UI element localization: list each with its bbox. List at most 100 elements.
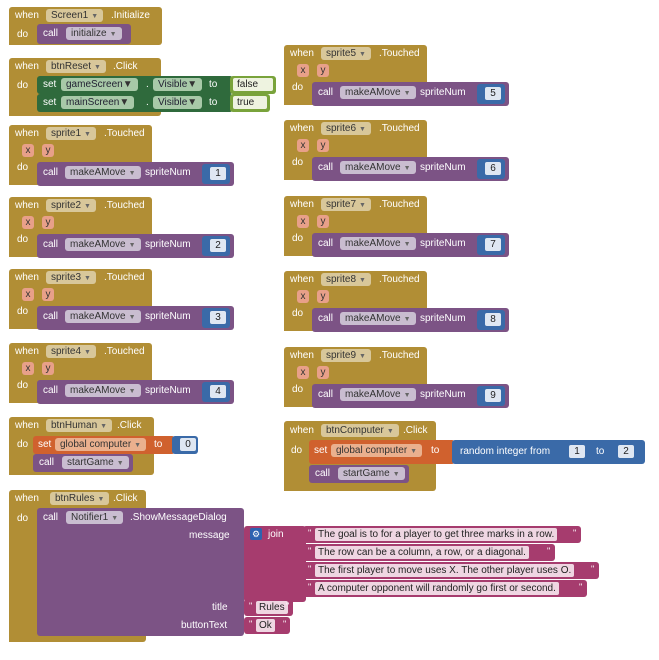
param-y[interactable]: y <box>42 362 54 375</box>
param-x[interactable]: x <box>22 288 34 301</box>
param-x[interactable]: x <box>22 362 34 375</box>
param-y[interactable]: y <box>317 290 329 303</box>
rule-text[interactable]: The row can be a column, a row, or a dia… <box>315 546 529 559</box>
component-dropdown[interactable]: Screen1▼ <box>46 9 104 22</box>
procedure-dropdown[interactable]: makeAMove▼ <box>65 310 141 323</box>
number-block[interactable]: 6 <box>477 159 505 179</box>
set-global-computer[interactable]: set global computer▼ to <box>33 436 175 454</box>
param-y[interactable]: y <box>317 64 329 77</box>
random-integer[interactable]: random integer from 1 to 2 <box>452 440 645 464</box>
rule-text[interactable]: The goal is to for a player to get three… <box>315 528 558 541</box>
procedure-dropdown[interactable]: makeAMove▼ <box>340 237 416 250</box>
rule-text[interactable]: The first player to move uses X. The oth… <box>315 564 575 577</box>
number-block[interactable]: 2 <box>202 236 230 256</box>
number-zero[interactable]: 0 <box>172 436 198 454</box>
number-value[interactable]: 7 <box>485 238 501 251</box>
component-dropdown[interactable]: sprite2▼ <box>46 199 96 212</box>
component-dropdown[interactable]: mainScreen▼ <box>61 96 135 109</box>
random-from[interactable]: 1 <box>569 445 585 458</box>
call-showmessagedialog[interactable]: call Notifier1▼ .ShowMessageDialog messa… <box>37 508 244 636</box>
true-dropdown[interactable]: true <box>233 96 267 109</box>
param-x[interactable]: x <box>297 139 309 152</box>
number-block[interactable]: 4 <box>202 382 230 402</box>
param-y[interactable]: y <box>317 215 329 228</box>
number-value[interactable]: 9 <box>485 389 501 402</box>
param-x[interactable]: x <box>297 290 309 303</box>
number-value[interactable]: 3 <box>210 311 226 324</box>
call-startgame[interactable]: call startGame▼ <box>309 465 409 483</box>
component-dropdown[interactable]: sprite9▼ <box>321 349 371 362</box>
text-rule-line[interactable]: "A computer opponent will randomly go fi… <box>303 580 587 597</box>
procedure-dropdown[interactable]: makeAMove▼ <box>340 161 416 174</box>
component-dropdown[interactable]: sprite5▼ <box>321 47 371 60</box>
procedure-dropdown[interactable]: makeAMove▼ <box>340 86 416 99</box>
number-value[interactable]: 4 <box>210 385 226 398</box>
text-rule-line[interactable]: "The first player to move uses X. The ot… <box>303 562 599 579</box>
property-dropdown[interactable]: Visible▼ <box>153 78 203 91</box>
number-value[interactable]: 0 <box>180 438 196 451</box>
component-dropdown[interactable]: btnHuman▼ <box>46 419 113 432</box>
param-x[interactable]: x <box>22 144 34 157</box>
number-block[interactable]: 3 <box>202 308 230 328</box>
number-block[interactable]: 8 <box>477 310 505 330</box>
number-value[interactable]: 2 <box>210 239 226 252</box>
component-dropdown[interactable]: btnReset▼ <box>46 60 106 73</box>
param-x[interactable]: x <box>297 64 309 77</box>
param-y[interactable]: y <box>42 144 54 157</box>
component-dropdown[interactable]: sprite7▼ <box>321 198 371 211</box>
text-rule-line[interactable]: "The row can be a column, a row, or a di… <box>303 544 555 561</box>
component-dropdown[interactable]: sprite4▼ <box>46 345 96 358</box>
notifier-dropdown[interactable]: Notifier1▼ <box>66 511 124 524</box>
number-block[interactable]: 1 <box>202 164 230 184</box>
procedure-dropdown[interactable]: startGame▼ <box>62 456 129 469</box>
number-value[interactable]: 1 <box>210 167 226 180</box>
number-block[interactable]: 7 <box>477 235 505 255</box>
logic-true[interactable]: true <box>230 94 270 112</box>
variable-dropdown[interactable]: global computer▼ <box>331 444 423 457</box>
param-y[interactable]: y <box>42 216 54 229</box>
title-text[interactable]: Rules <box>256 601 288 614</box>
property-dropdown[interactable]: Visible▼ <box>153 96 203 109</box>
join-block[interactable]: ⚙ join <box>244 526 306 602</box>
procedure-dropdown[interactable]: makeAMove▼ <box>340 312 416 325</box>
logic-false[interactable]: false <box>230 76 276 94</box>
button-text[interactable]: Ok <box>256 619 275 632</box>
procedure-dropdown[interactable]: makeAMove▼ <box>65 238 141 251</box>
number-block[interactable]: 9 <box>477 386 505 406</box>
variable-dropdown[interactable]: global computer▼ <box>55 438 147 451</box>
param-y[interactable]: y <box>317 366 329 379</box>
component-dropdown[interactable]: sprite3▼ <box>46 271 96 284</box>
call-initialize[interactable]: call initialize▼ <box>37 24 131 44</box>
param-y[interactable]: y <box>42 288 54 301</box>
text-rule-line[interactable]: "The goal is to for a player to get thre… <box>303 526 581 543</box>
rule-text[interactable]: A computer opponent will randomly go fir… <box>315 582 559 595</box>
set-mainscreen-visible[interactable]: set mainScreen▼ . Visible▼ to <box>37 94 233 112</box>
text-title[interactable]: " Rules " <box>244 599 293 616</box>
procedure-dropdown[interactable]: startGame▼ <box>338 467 405 480</box>
number-value[interactable]: 6 <box>485 162 501 175</box>
component-dropdown[interactable]: gameScreen▼ <box>61 78 138 91</box>
set-gamescreen-visible[interactable]: set gameScreen▼ . Visible▼ to <box>37 76 233 94</box>
param-x[interactable]: x <box>297 215 309 228</box>
procedure-dropdown[interactable]: makeAMove▼ <box>65 384 141 397</box>
param-x[interactable]: x <box>22 216 34 229</box>
component-dropdown[interactable]: sprite6▼ <box>321 122 371 135</box>
mutator-gear-icon[interactable]: ⚙ <box>250 528 262 540</box>
component-dropdown[interactable]: btnRules▼ <box>50 492 110 505</box>
call-startgame[interactable]: call startGame▼ <box>33 454 133 472</box>
false-dropdown[interactable]: false <box>233 78 273 91</box>
number-value[interactable]: 5 <box>485 87 501 100</box>
number-block[interactable]: 5 <box>477 84 505 104</box>
procedure-dropdown[interactable]: initialize▼ <box>66 27 122 40</box>
procedure-dropdown[interactable]: makeAMove▼ <box>65 166 141 179</box>
random-to[interactable]: 2 <box>618 445 634 458</box>
component-dropdown[interactable]: sprite1▼ <box>46 127 96 140</box>
number-value[interactable]: 8 <box>485 313 501 326</box>
